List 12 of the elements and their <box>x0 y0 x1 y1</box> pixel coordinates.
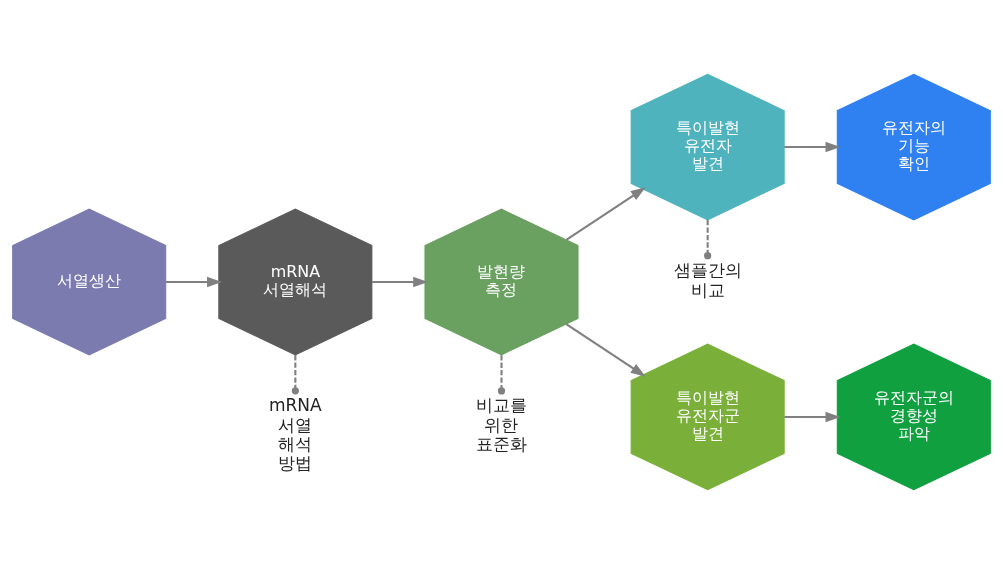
arrow <box>784 141 841 152</box>
connector <box>291 354 299 394</box>
node-text: mRNA 서열 해석 방법 <box>268 394 322 473</box>
connector <box>497 354 506 395</box>
arrow <box>565 186 646 241</box>
arrow <box>372 276 429 287</box>
connector <box>704 219 712 259</box>
arrow <box>165 276 222 287</box>
node-text: 비교를 위한 표준화 <box>476 394 527 454</box>
arrow <box>784 411 841 422</box>
arrow <box>565 322 646 377</box>
node-text: 샘플간의 비교 <box>673 259 742 300</box>
